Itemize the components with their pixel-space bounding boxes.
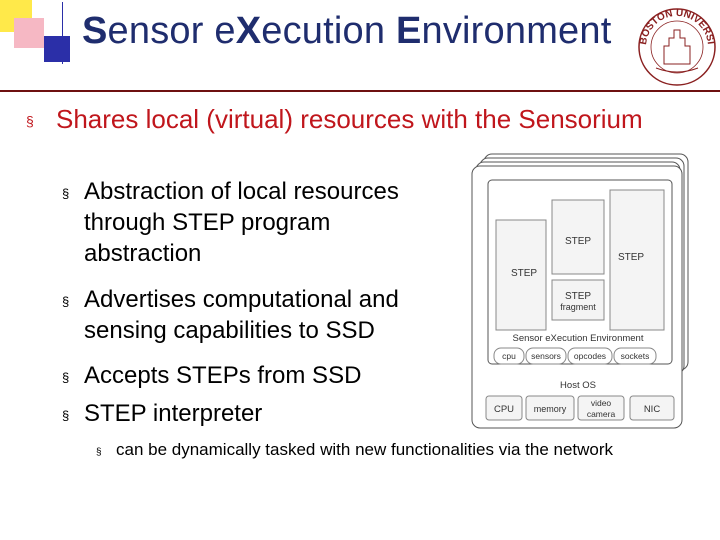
bullet-text: Accepts STEPs from SSD [84,362,362,389]
bullet-text: Shares local (virtual) resources with th… [56,104,643,134]
step-right-label: STEP [618,252,644,263]
host-os-label: Host OS [560,380,596,391]
step-box-right [609,189,665,331]
hw-cpu-box [485,395,523,421]
bullet-level3-item: § can be dynamically tasked with new fun… [96,438,696,461]
title-part: E [395,10,422,52]
bullet-level2-item: § Abstraction of local resources through… [62,176,452,269]
bullet-level2-item: § Accepts STEPs from SSD [62,360,462,391]
hw-nic-label: NIC [644,404,661,415]
see-box-opcodes-label: opcodes [574,351,606,361]
title-part: ecution [261,10,396,52]
hw-nic-box [629,395,675,421]
bullet-marker: § [26,113,34,129]
step-left-label: STEP [511,268,537,279]
title-part: S [82,10,108,52]
university-seal-logo: BOSTON UNIVERSITY [636,6,716,86]
see-box-sockets [613,347,657,365]
bullet-level2-item: § Advertises computational and sensing c… [62,284,452,346]
title-part: nvironment [421,10,612,52]
bullet-text: can be dynamically tasked with new funct… [116,440,614,459]
hw-memory-label: memory [534,404,567,414]
title-divider [0,90,720,92]
hw-video-label: video [591,398,612,408]
decorative-square-blue [44,36,70,62]
bullet-level2-item: § STEP interpreter [62,398,462,429]
step-mid-label: STEP [565,236,591,247]
decorative-square-pink [14,18,44,48]
hw-video-label-2: camera [587,409,616,419]
see-box-cpu-label: cpu [502,351,516,361]
bullet-text: Abstraction of local resources through S… [84,178,399,267]
see-label: Sensor eXecution Environment [513,333,644,344]
title-part: ensor e [107,10,236,52]
hw-cpu-label: CPU [494,404,514,415]
svg-text:BOSTON UNIVERSITY: BOSTON UNIVERSITY [636,6,716,46]
see-box-opcodes [567,347,613,365]
step-fragment-box [551,279,605,321]
bullet-text: STEP interpreter [84,400,263,427]
bullet-level1: § Shares local (virtual) resources with … [26,104,656,134]
step-fragment-label: STEP [565,291,591,302]
bullet-marker: § [62,294,70,309]
bullet-text: Advertises computational and sensing cap… [84,286,399,344]
see-box-cpu [493,347,525,365]
see-box-sensors [525,347,567,365]
decorative-square-navy-outline [62,2,63,64]
hw-memory-box [525,395,575,421]
see-box-sockets-label: sockets [621,351,650,361]
title-part: X [235,10,262,52]
see-architecture-diagram: STEP STEP STEP STEP fragment Sensor eXec… [471,153,689,429]
step-box-left [495,219,547,331]
step-box-mid [551,199,605,275]
step-fragment-label-2: fragment [560,302,596,312]
see-box-sensors-label: sensors [531,351,561,361]
hw-video-box [577,395,625,421]
bullet-marker: § [96,447,102,458]
bullet-marker: § [62,408,70,423]
slide-title: Sensor eXecution Environment [82,10,611,53]
bullet-marker: § [62,186,70,201]
bullet-marker: § [62,370,70,385]
